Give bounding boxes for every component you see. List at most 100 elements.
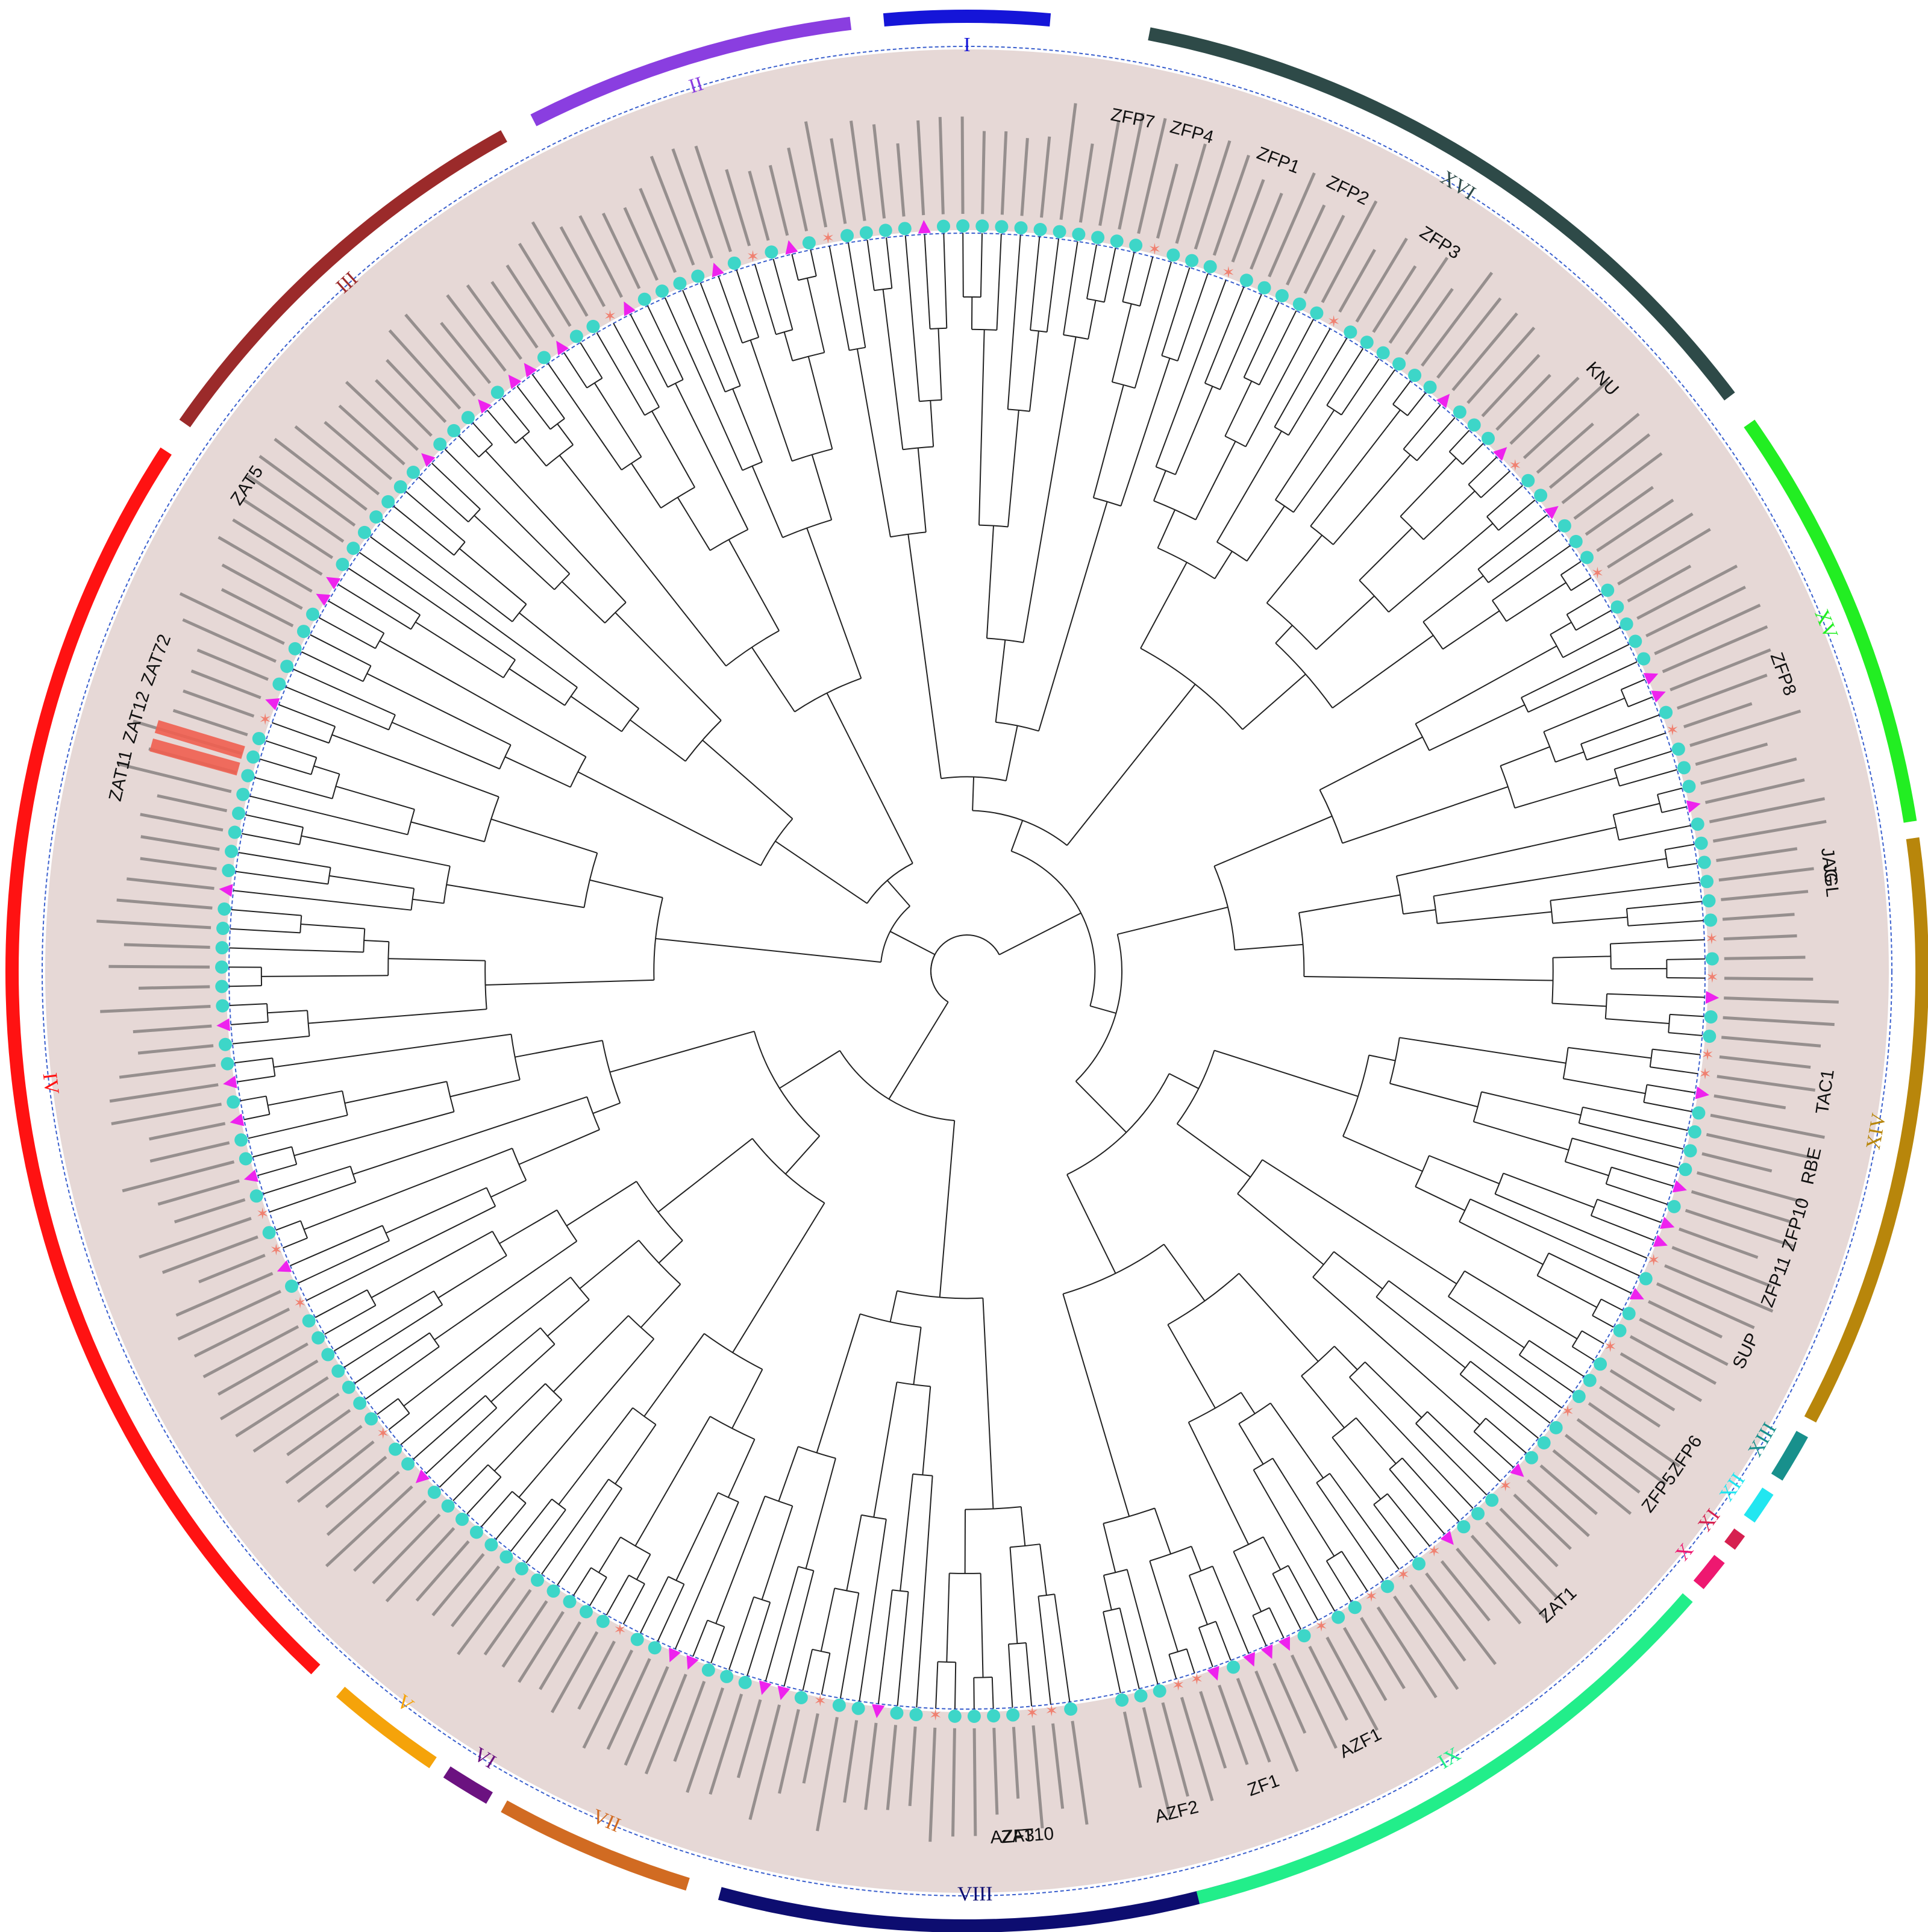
- branch-arc: [1550, 900, 1554, 924]
- tip-label-placeholder: [1723, 1016, 1835, 1027]
- branch-line: [1288, 338, 1348, 436]
- branch-arc: [628, 1315, 654, 1340]
- tip-triangle-marker: [1672, 1180, 1687, 1193]
- branch-line: [377, 1398, 399, 1415]
- branch-line: [1259, 310, 1297, 386]
- branch-line: [888, 1001, 949, 1099]
- branch-line: [1657, 787, 1683, 795]
- tip-triangle-marker: [1651, 690, 1666, 703]
- branch-arc: [551, 1498, 566, 1510]
- tip-circle-marker: [1659, 705, 1673, 719]
- tip-triangle-marker: [243, 1169, 258, 1183]
- branch-line: [547, 1299, 590, 1337]
- branch-line: [446, 884, 584, 908]
- group-arc-xi: [1724, 1528, 1745, 1550]
- branch-line: [1560, 561, 1582, 576]
- branch-line: [1665, 843, 1694, 851]
- tip-circle-marker: [878, 224, 892, 237]
- tip-triangle-marker: [1207, 1666, 1219, 1681]
- branch-arc: [1389, 1457, 1403, 1470]
- tip-circle-marker: [1524, 1451, 1538, 1465]
- tip-label-placeholder: [1308, 1645, 1348, 1721]
- branch-arc: [725, 630, 780, 667]
- branch-arc: [860, 1313, 921, 1328]
- tip-circle-marker: [427, 1486, 441, 1499]
- tip-triangle-marker: [230, 1113, 245, 1127]
- branch-line: [237, 1075, 275, 1083]
- tip-label-placeholder: [96, 919, 211, 930]
- branch-line: [298, 1240, 390, 1284]
- branch-arc: [1238, 1402, 1271, 1425]
- branch-line: [1401, 1457, 1460, 1522]
- branch-line: [978, 330, 985, 525]
- tip-star-marker: ✶: [1397, 1566, 1410, 1584]
- branch-line: [260, 758, 311, 775]
- group-arc-vi: [443, 1766, 493, 1804]
- branch-line: [331, 734, 499, 798]
- band-outer-border: [42, 46, 1892, 1896]
- group-arc-i: [883, 10, 1051, 27]
- tip-label-placeholder: [466, 284, 522, 360]
- tip-circle-marker: [228, 825, 242, 839]
- branch-arc: [1008, 1642, 1027, 1645]
- branch-line: [1063, 241, 1078, 336]
- gene-name-azf3: AZF3: [990, 1825, 1035, 1848]
- tip-label-placeholder: [1670, 648, 1771, 692]
- branch-arc: [930, 934, 1000, 981]
- tip-circle-marker: [353, 1396, 367, 1410]
- branch-line: [889, 931, 936, 955]
- branch-arc: [1176, 1050, 1215, 1125]
- tip-circle-marker: [219, 1037, 233, 1051]
- tip-star-marker: ✶: [1222, 264, 1235, 282]
- branch-arc: [792, 352, 825, 361]
- tip-circle-marker: [1610, 600, 1624, 614]
- branch-arc: [1244, 377, 1260, 386]
- branch-line: [913, 1327, 922, 1385]
- branch-line: [267, 1010, 308, 1014]
- branch-line: [1570, 577, 1592, 591]
- tip-label-placeholder: [1071, 1721, 1089, 1825]
- branch-arc: [1066, 1073, 1170, 1175]
- branch-line: [1610, 939, 1704, 945]
- tip-triangle-marker: [556, 340, 569, 355]
- tip-label-placeholder: [1721, 890, 1809, 901]
- branch-line: [510, 1498, 552, 1552]
- branch-arc: [1571, 1330, 1583, 1347]
- tip-label-placeholder: [385, 1527, 455, 1602]
- tip-circle-marker: [1166, 248, 1180, 262]
- tip-label-placeholder: [928, 1727, 937, 1842]
- branch-line: [1469, 1198, 1640, 1277]
- tip-triangle-marker: [1243, 1652, 1255, 1667]
- branch-line: [459, 548, 527, 605]
- group-arc-xiii: [1771, 1431, 1808, 1481]
- tip-star-marker: ✶: [1509, 457, 1522, 475]
- tip-triangle-marker: [316, 593, 331, 606]
- tip-label-placeholder: [1456, 1548, 1522, 1625]
- branch-arc: [1551, 957, 1554, 1004]
- tip-circle-marker: [1297, 1629, 1311, 1643]
- branch-line: [1387, 1493, 1430, 1547]
- branch-line: [458, 435, 480, 458]
- branch-line: [1007, 1644, 1013, 1708]
- highlighted-tip: [149, 738, 240, 776]
- branch-line: [1368, 1054, 1396, 1061]
- group-arc-xvi: [1148, 27, 1735, 401]
- tip-label-placeholder: [116, 898, 213, 910]
- branch-line: [651, 410, 696, 488]
- branch-arc: [484, 796, 499, 842]
- branch-arc: [362, 665, 372, 682]
- branch-line: [229, 947, 364, 953]
- branch-arc: [1301, 1345, 1335, 1377]
- tip-circle-marker: [1704, 1010, 1718, 1024]
- tip-circle-marker: [311, 1331, 325, 1345]
- tip-label-placeholder: [582, 1649, 634, 1749]
- tip-label-placeholder: [748, 170, 770, 241]
- branch-line: [765, 1566, 799, 1681]
- tip-label-placeholder: [285, 1425, 363, 1484]
- branch-line: [265, 740, 317, 758]
- branch-arc: [499, 745, 512, 769]
- tip-label-placeholder: [127, 877, 214, 890]
- branch-arc: [1468, 484, 1482, 498]
- branch-line: [1611, 1166, 1674, 1187]
- tip-circle-marker: [331, 1364, 345, 1378]
